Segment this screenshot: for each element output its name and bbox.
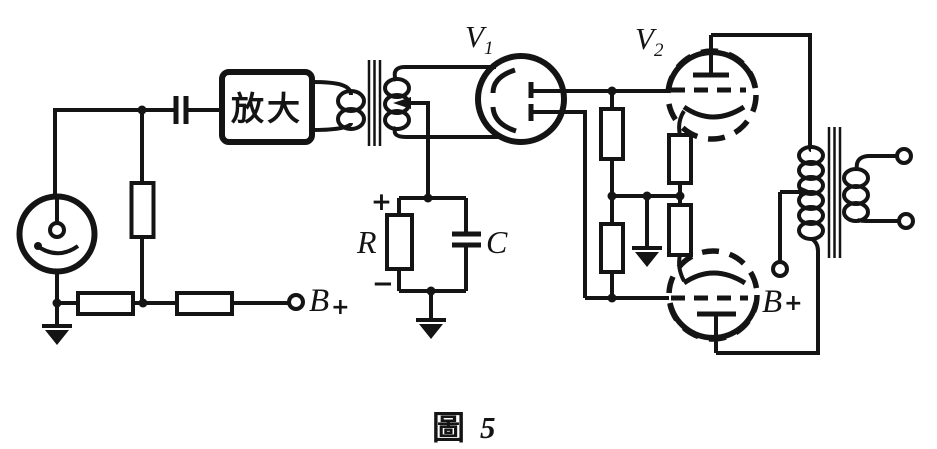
resistor-r (385, 213, 414, 271)
shunt-resistor (129, 181, 156, 239)
cathode-resistor-lower (667, 203, 693, 257)
cathode-resistor-upper (667, 133, 693, 185)
junction-dot (675, 191, 685, 201)
series-resistor-1 (76, 291, 135, 316)
secondary-top-wire (392, 65, 496, 82)
tube-v2-upper: V2 (635, 21, 759, 142)
mic-button (48, 221, 66, 239)
junction-dot (52, 298, 62, 308)
b-plus-terminal-left (287, 293, 305, 311)
amplifier-stage: 放大 (142, 69, 315, 145)
interstage-transformer (311, 60, 500, 198)
tube-v1: V1 (465, 19, 669, 298)
ground-icon (630, 246, 664, 269)
mic-contact-dot (34, 242, 42, 250)
secondary-coil-icon (842, 201, 870, 223)
junction-dot (138, 298, 148, 308)
divider-resistor-lower (599, 222, 625, 274)
v1-filament-arc (490, 106, 517, 134)
v1-output-wire-bottom (531, 110, 587, 298)
junction-dot (426, 286, 436, 296)
resistor-label: R (356, 224, 377, 260)
v1-filament-arc (490, 67, 516, 94)
minus-label: − (372, 269, 394, 299)
ground-icon (414, 318, 448, 341)
tube-v2-lower-envelope-solid (667, 302, 759, 341)
mic-diaphragm-arc (34, 243, 80, 256)
capacitor-label: C (486, 224, 508, 260)
secondary-bottom-wire (392, 126, 500, 139)
junction-dot (607, 86, 617, 96)
tube-v1-label: V1 (465, 19, 493, 59)
plus-label: + (371, 187, 392, 216)
tube-v2-lower (666, 248, 760, 353)
rc-network: + R − C (356, 187, 508, 341)
junction-dot (607, 293, 617, 303)
b-plus-label-left: B+ (309, 283, 350, 320)
output-terminal-top (895, 147, 913, 165)
b-plus-label-right: B+ (762, 284, 803, 320)
v2u-cathode-arc (682, 104, 746, 120)
primary-coil-icon (336, 107, 366, 131)
tube-v1-envelope (475, 53, 567, 145)
center-tap-arrow-icon (799, 186, 813, 198)
ground-icon (40, 324, 74, 347)
junction-dot (423, 193, 433, 203)
junction-dots (52, 86, 685, 308)
amplifier-box (219, 69, 315, 145)
junction-dot (137, 105, 147, 115)
mic-top-wire (53, 108, 142, 197)
supply-labels: B+ B+ (309, 283, 803, 320)
junction-dot (642, 191, 652, 201)
junction-dot (607, 191, 617, 201)
cathode-resistor-lower-lead (677, 254, 686, 282)
divider-network (585, 91, 693, 300)
series-resistor-2 (175, 291, 234, 316)
amplifier-box-label: 放大 (231, 90, 303, 127)
cathode-resistor-upper-lead (677, 109, 686, 136)
secondary-bottom-wire (855, 217, 899, 223)
center-tap-wire (409, 101, 430, 198)
primary-coil-icon (797, 220, 825, 241)
b-plus-terminal-right (771, 260, 789, 278)
tube-v2-label: V2 (635, 21, 664, 61)
output-transformer (711, 33, 915, 355)
center-tap-arrow-icon (393, 97, 411, 109)
output-terminal-bottom (897, 212, 915, 230)
v2l-cathode-arc (682, 270, 747, 286)
secondary-top-wire (854, 154, 897, 171)
microphone-input-stage (16, 108, 305, 347)
plate-bottom-run (716, 237, 820, 355)
divider-resistor-upper (599, 107, 625, 161)
